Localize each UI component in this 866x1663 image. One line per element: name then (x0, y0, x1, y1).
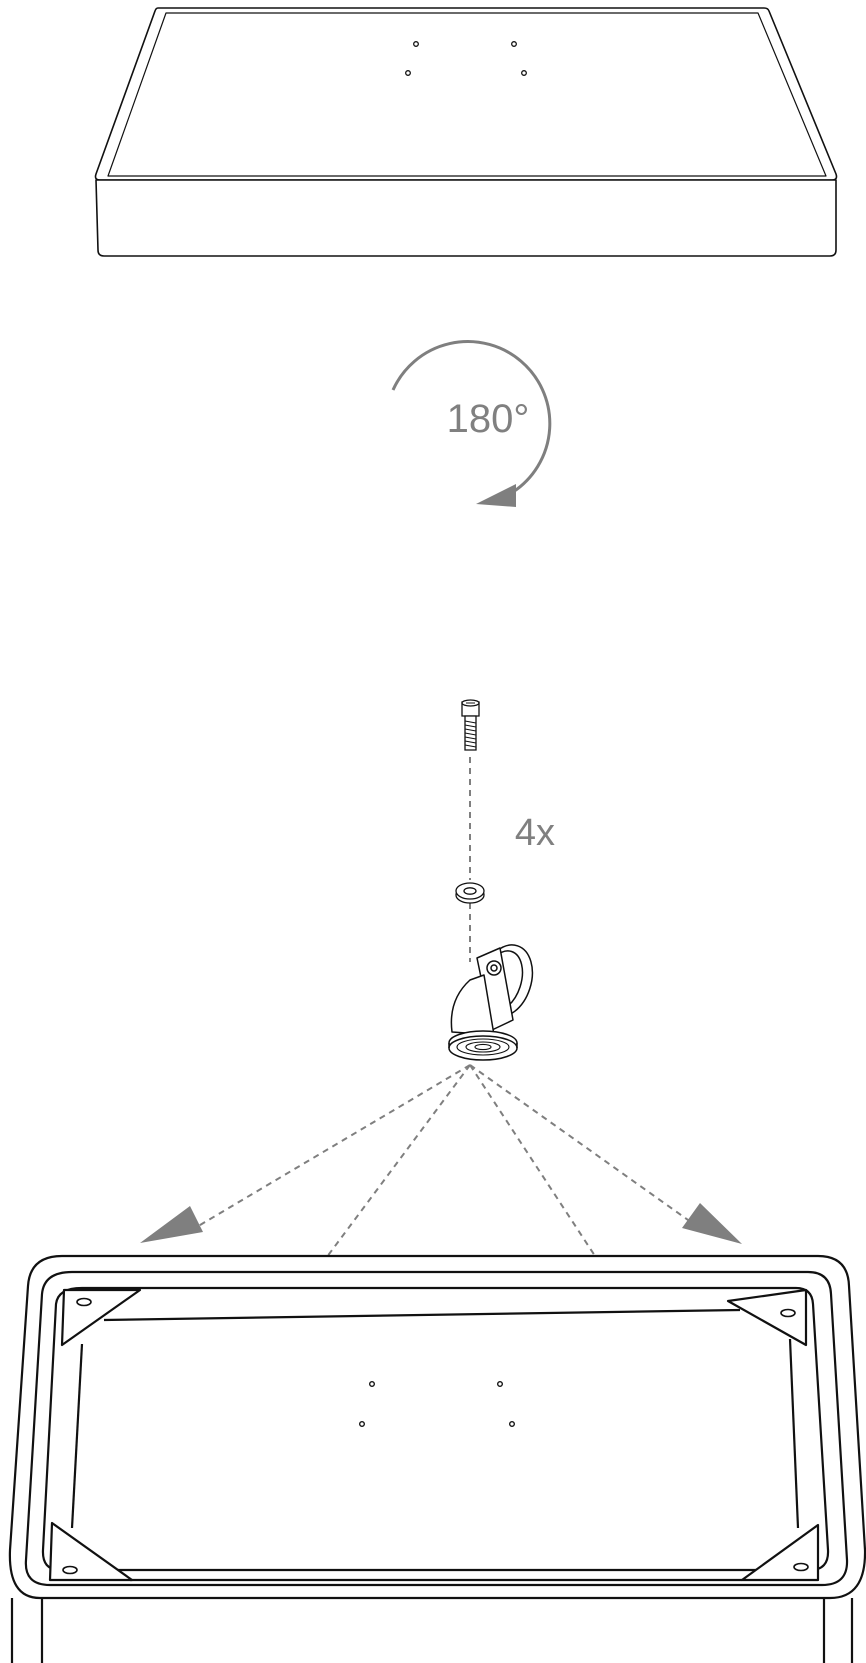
mounting-hole (369, 1380, 376, 1387)
socket-head-screw-icon (461, 699, 480, 751)
direction-arrows (141, 1064, 759, 1506)
panel-bottom-inner-rim (24, 1270, 849, 1587)
arrow-to-front-left-corner (141, 1064, 471, 1506)
mounting-hole (497, 1380, 504, 1387)
bracket-slot (780, 1308, 796, 1318)
rotation-label: 180° (447, 397, 530, 441)
panel-top-face (94, 7, 838, 181)
panel-bottom-front-edge (10, 1598, 854, 1663)
quantity-label: 4x (515, 812, 555, 854)
mounting-hole (405, 70, 411, 76)
lock-washer-icon (455, 882, 485, 904)
bracket-slot (793, 1562, 809, 1572)
frame-rail-left (70, 1343, 84, 1529)
panel-bottom-view (8, 1254, 866, 1663)
panel-top-view (94, 7, 838, 257)
swivel-caster-wheel-icon (448, 944, 534, 1061)
arrow-to-back-right-corner (469, 1064, 696, 1226)
panel-bottom-outer-rim (8, 1254, 866, 1600)
corner-bracket-back-right (726, 1288, 808, 1347)
rotation-arrowhead (476, 484, 516, 507)
frame-rail-right (788, 1338, 800, 1529)
rotate-180-icon: 180° (391, 340, 552, 507)
panel-bottom-holes (359, 1380, 516, 1427)
arrow-to-back-left-corner (194, 1064, 471, 1229)
rotation-arc (391, 340, 552, 494)
mounting-hole (511, 41, 517, 47)
frame-rail-back (103, 1308, 741, 1322)
bracket-slots (62, 1297, 809, 1575)
panel-top-bevel (107, 12, 827, 177)
bracket-slot (76, 1297, 92, 1307)
mounting-hole (359, 1420, 366, 1427)
mounting-hole (509, 1420, 516, 1427)
mounting-hole (521, 70, 527, 76)
arrowhead-back-left (140, 1206, 203, 1243)
arrowhead-back-right (682, 1203, 742, 1244)
mounting-hole (413, 41, 419, 47)
bracket-slot (62, 1565, 78, 1575)
panel-top-front-edge (95, 179, 837, 257)
panel-top-holes (405, 41, 527, 76)
